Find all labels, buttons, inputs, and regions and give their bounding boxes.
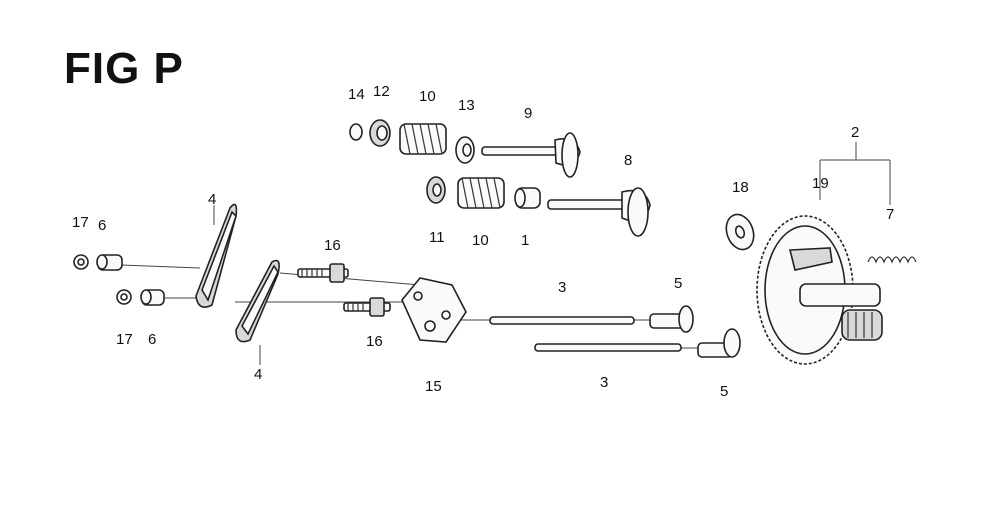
callout-6-top: 6 [98, 217, 106, 234]
callout-17-bottom: 17 [116, 331, 133, 348]
exhaust-valve-9 [481, 132, 581, 178]
callout-3-top: 3 [558, 279, 566, 296]
tappet-5-lower [697, 328, 741, 358]
callout-2: 2 [851, 124, 859, 141]
callout-3-bottom: 3 [600, 374, 608, 391]
callout-7: 7 [886, 206, 894, 223]
callouts: 14 12 10 13 9 8 11 10 1 4 17 6 16 17 6 4… [72, 83, 894, 400]
callout-9: 9 [524, 105, 532, 122]
callout-15: 15 [425, 378, 442, 395]
valve-retainer-12 [369, 119, 391, 147]
callout-8: 8 [624, 152, 632, 169]
pushrod-3-upper [489, 316, 635, 325]
intake-valve-8 [547, 187, 651, 237]
callout-4-top: 4 [208, 191, 216, 208]
callout-6-bottom: 6 [148, 331, 156, 348]
spring-seat-13 [455, 136, 475, 164]
pivot-6-upper [96, 254, 123, 271]
callout-10-top: 10 [419, 88, 436, 105]
callout-12: 12 [373, 83, 390, 100]
callout-5-top: 5 [674, 275, 682, 292]
callout-16-top: 16 [324, 237, 341, 254]
rocker-arm-lower [235, 259, 280, 343]
callout-18: 18 [732, 179, 749, 196]
callout-17-top: 17 [72, 214, 89, 231]
callout-10-bottom: 10 [472, 232, 489, 249]
stud-16-upper [297, 263, 349, 283]
stud-16-lower [343, 297, 391, 317]
pushrod-3-lower [534, 343, 682, 352]
valve-cap-1 [514, 187, 541, 209]
decomp-spring-7 [867, 256, 917, 264]
callout-19: 19 [812, 175, 829, 192]
valve-cotter-11 [426, 176, 446, 204]
callout-13: 13 [458, 97, 475, 114]
figure-title: FIG P [64, 44, 184, 93]
nut-17-upper [73, 254, 89, 270]
thrust-washer-18 [725, 213, 755, 251]
rocker-arm-upper [195, 203, 238, 308]
callout-5-bottom: 5 [720, 383, 728, 400]
nut-17-lower [116, 289, 132, 305]
valve-spring-upper [399, 123, 447, 155]
pushrod-guide-plate-15 [401, 277, 467, 343]
callout-4-bottom: 4 [254, 366, 262, 383]
callout-11: 11 [429, 229, 445, 246]
camshaft-gear-19 [756, 215, 883, 365]
callout-16-bottom: 16 [366, 333, 383, 350]
pivot-6-lower [140, 289, 165, 306]
callout-1: 1 [521, 232, 529, 249]
valve-spring-lower [457, 177, 505, 209]
callout-14: 14 [348, 86, 365, 103]
valve-keeper-14 [349, 123, 363, 141]
tappet-5-upper [649, 305, 694, 333]
